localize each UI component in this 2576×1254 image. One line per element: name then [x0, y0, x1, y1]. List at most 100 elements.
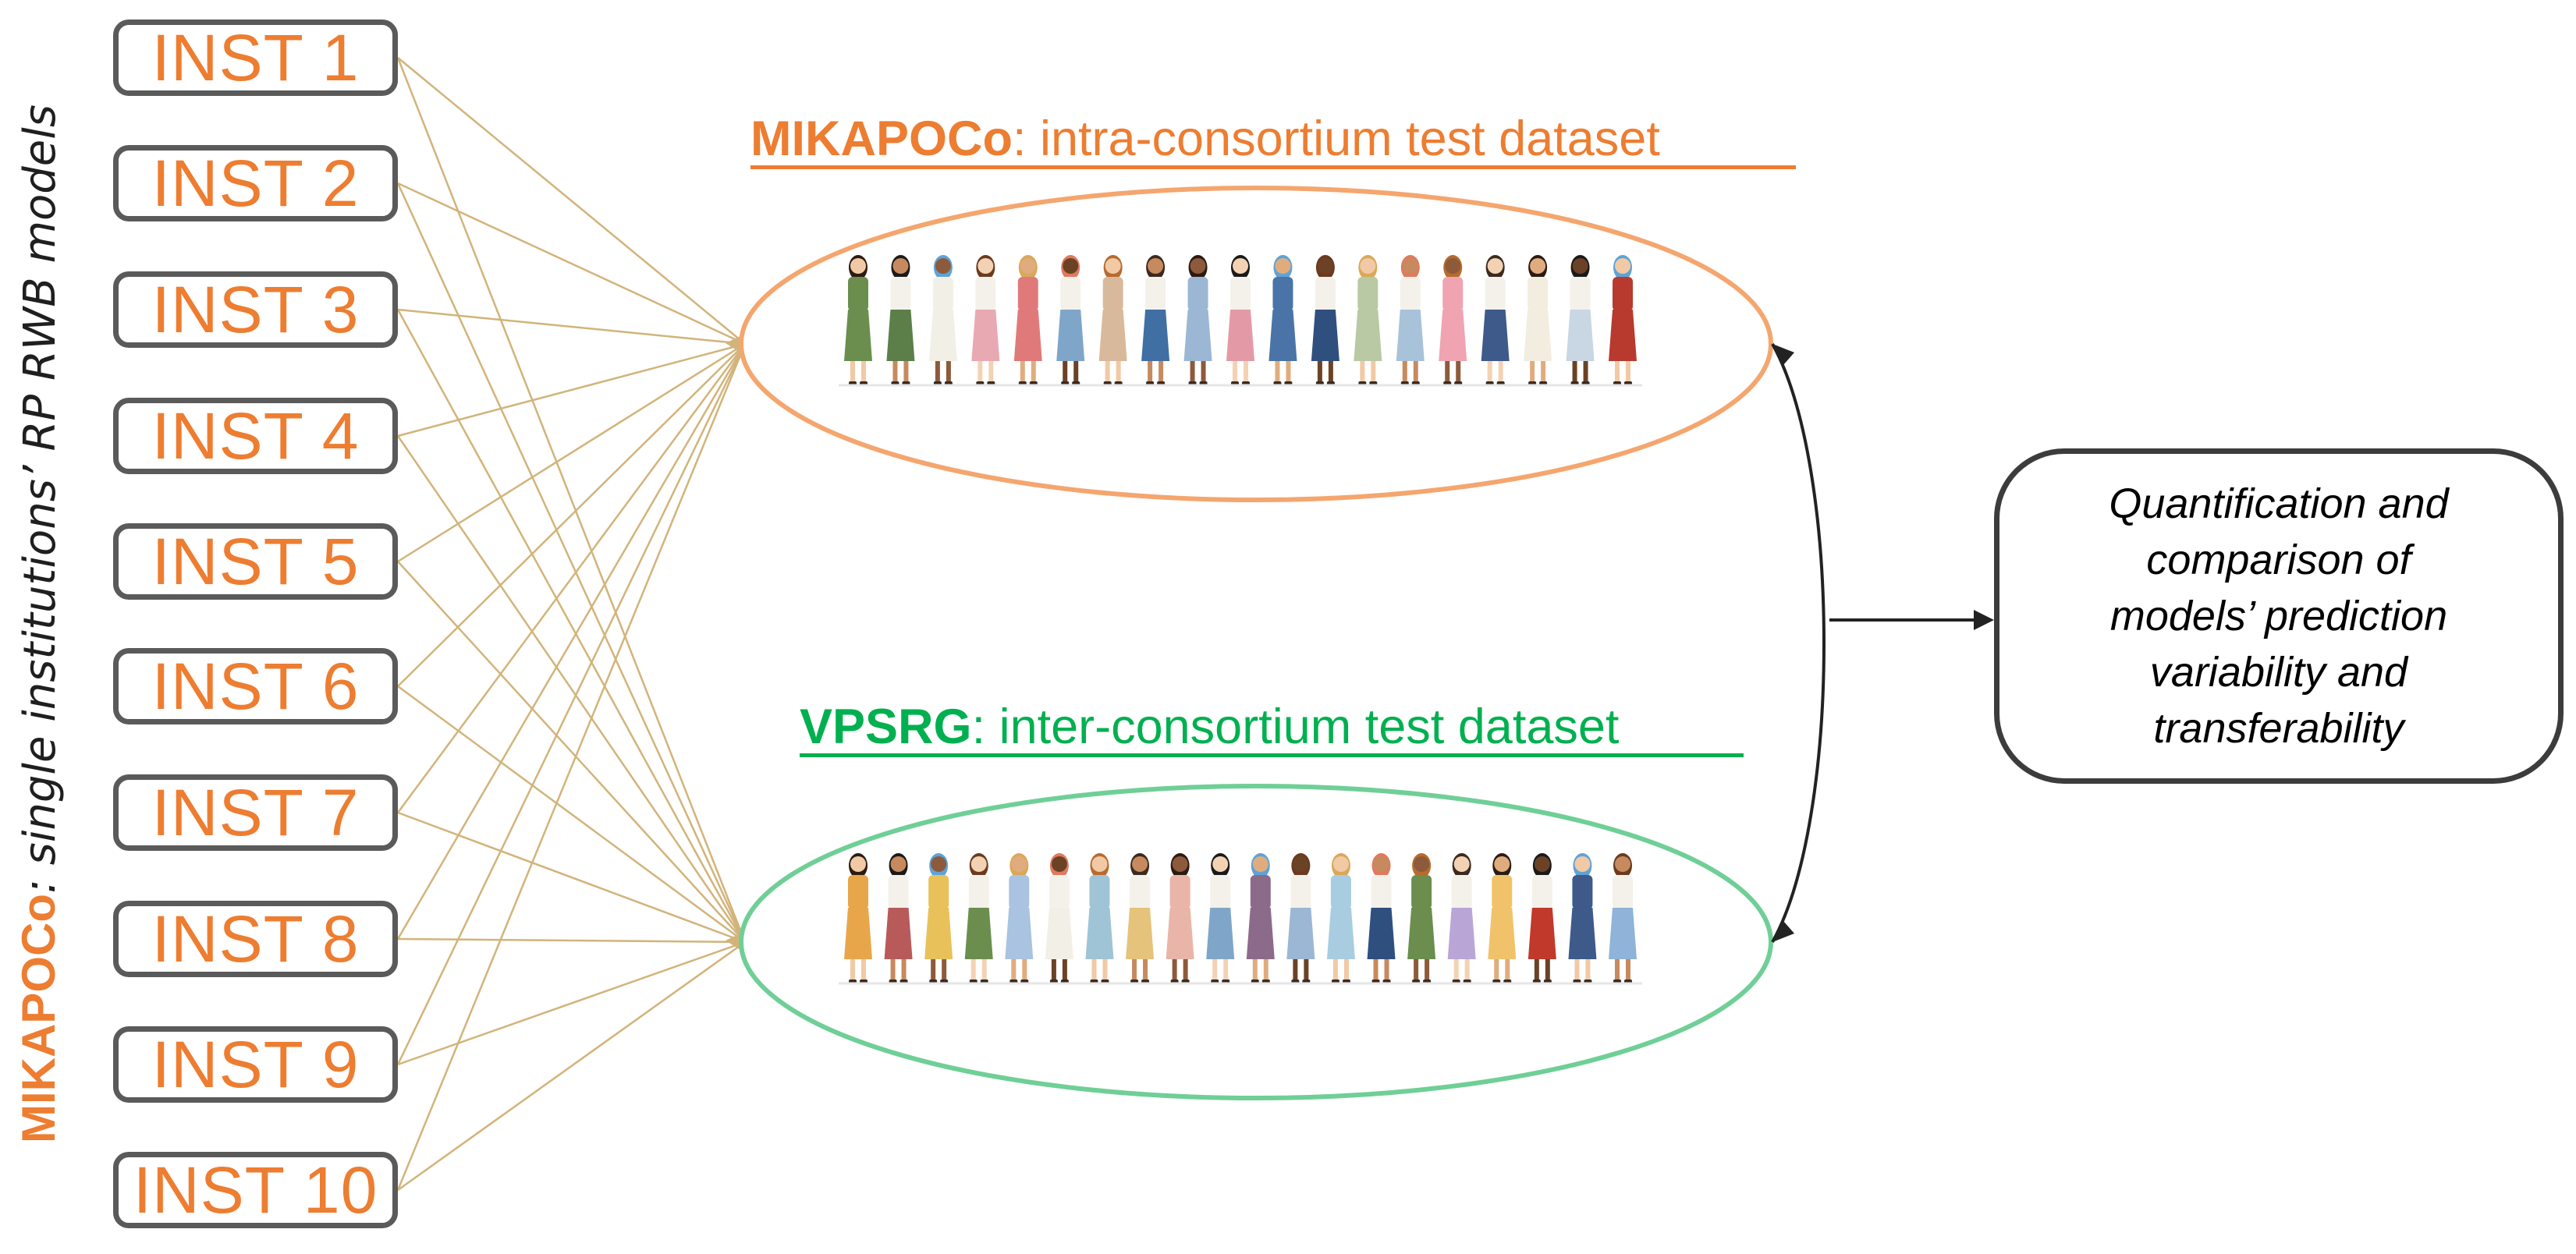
person-figure	[1609, 853, 1637, 983]
dataset-comparison-arrow	[1771, 343, 1826, 943]
model-to-dataset-link	[397, 685, 746, 944]
person-figure	[1566, 255, 1595, 385]
inst-label: INST 9	[151, 1028, 360, 1101]
person-figure	[1528, 853, 1556, 983]
intra-dataset-title: MIKAPOCo: intra-consortium test dataset	[750, 115, 1660, 164]
inst-label: INST 5	[151, 525, 360, 598]
model-to-dataset-link	[397, 308, 746, 345]
person-figure	[884, 853, 913, 983]
person-figure	[844, 255, 872, 385]
inst-label: INST 2	[151, 147, 360, 220]
person-figure	[1013, 255, 1042, 385]
result-text: Quantification and comparison of models’…	[2037, 476, 2521, 756]
person-figure	[1407, 853, 1436, 983]
model-test-links	[396, 57, 747, 1192]
side-label-org: MIKAPOCo	[12, 894, 65, 1144]
person-figure	[971, 255, 1000, 385]
person-figure	[1447, 853, 1476, 983]
arrowhead-up	[1772, 344, 1794, 365]
model-to-dataset-link	[396, 57, 747, 943]
to-result-arrowhead	[1974, 610, 1994, 630]
model-to-dataset-link	[397, 342, 746, 563]
person-figure	[1488, 853, 1517, 983]
model-to-dataset-link	[396, 343, 747, 940]
intra-dataset-org: MIKAPOCo	[750, 112, 1013, 166]
model-to-dataset-link	[397, 343, 746, 687]
model-to-dataset-link	[396, 343, 747, 1065]
inst-label: INST 3	[151, 273, 360, 346]
person-figure	[1367, 853, 1396, 983]
person-figure	[1268, 255, 1297, 385]
person-figure	[1311, 255, 1339, 385]
result-line: models’ prediction	[2109, 593, 2448, 639]
person-figure	[1045, 853, 1073, 983]
person-figure	[1098, 255, 1127, 385]
inst-box-3: INST 3	[113, 271, 398, 348]
model-to-dataset-link	[397, 561, 746, 943]
side-label-text: : single institutions’ RP RWB models	[15, 104, 66, 894]
inter-dataset-title: VPSRG: inter-consortium test dataset	[800, 703, 1619, 752]
inst-box-1: INST 1	[113, 19, 398, 96]
model-to-dataset-link	[396, 435, 747, 943]
person-figure	[1246, 853, 1275, 983]
person-figure	[1439, 255, 1467, 385]
inst-label: INST 7	[151, 776, 360, 849]
person-figure	[964, 853, 993, 983]
person-figure	[844, 853, 872, 983]
inst-label: INST 6	[151, 650, 360, 723]
inst-label: INST 4	[151, 399, 360, 473]
inter-dataset-text: : inter-consortium test dataset	[971, 700, 1620, 754]
model-to-dataset-link	[396, 309, 747, 943]
person-figure	[1286, 853, 1315, 983]
inst-label: INST 8	[151, 902, 360, 976]
model-to-dataset-link	[396, 343, 747, 1191]
side-label: MIKAPOCo: single institutions’ RP RWB mo…	[12, 104, 66, 1143]
person-figure	[924, 853, 953, 983]
inst-box-9: INST 9	[113, 1026, 398, 1103]
person-figure	[1141, 255, 1170, 385]
inst-box-6: INST 6	[113, 648, 398, 724]
person-figure	[1183, 255, 1212, 385]
person-figure	[1005, 853, 1034, 983]
model-to-dataset-link	[396, 343, 747, 813]
intra-title-underline	[750, 165, 1796, 169]
person-figure	[1206, 853, 1235, 983]
person-figure	[928, 255, 957, 385]
result-line: transferability	[2153, 705, 2404, 752]
inst-label: INST 1	[151, 21, 360, 94]
person-figure	[1609, 255, 1637, 385]
inter-dataset-org: VPSRG	[800, 700, 972, 754]
intra-dataset-text: : intra-consortium test dataset	[1012, 112, 1660, 166]
model-to-dataset-link	[397, 182, 746, 345]
inst-box-8: INST 8	[113, 901, 398, 977]
person-figure	[1524, 255, 1552, 385]
person-figure	[1354, 255, 1382, 385]
inst-box-7: INST 7	[113, 774, 398, 851]
inter-dataset-people	[839, 853, 1642, 985]
result-line: Quantification and	[2109, 480, 2449, 527]
arrowhead-down	[1772, 921, 1794, 942]
person-figure	[1126, 853, 1155, 983]
intra-dataset-people	[839, 255, 1642, 387]
inst-box-4: INST 4	[113, 398, 398, 474]
model-to-dataset-link	[397, 57, 746, 345]
inter-title-underline	[800, 753, 1744, 757]
result-box: Quantification and comparison of models’…	[1994, 448, 2564, 784]
person-figure	[1481, 255, 1510, 385]
model-to-dataset-link	[397, 940, 746, 1066]
model-to-dataset-link	[397, 811, 746, 944]
inst-box-5: INST 5	[113, 523, 398, 600]
model-to-dataset-link	[396, 182, 747, 943]
person-figure	[1166, 853, 1194, 983]
inst-box-10: INST 10	[113, 1152, 398, 1228]
intra-dataset-ellipse	[739, 186, 1773, 502]
inst-label: INST 10	[133, 1153, 378, 1227]
person-figure	[1056, 255, 1085, 385]
person-figure	[886, 255, 915, 385]
person-figure	[1396, 255, 1425, 385]
result-line: variability and	[2149, 649, 2408, 696]
model-to-dataset-link	[397, 940, 746, 1192]
person-figure	[1085, 853, 1114, 983]
